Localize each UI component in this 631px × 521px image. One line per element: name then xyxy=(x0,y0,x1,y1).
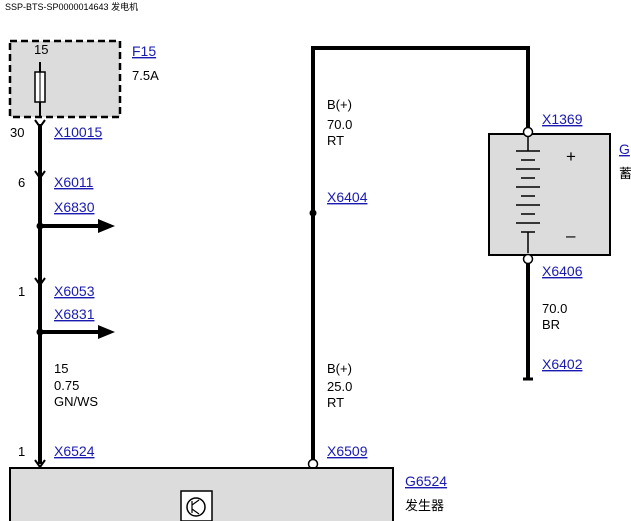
splice-x6404-link[interactable]: X6404 xyxy=(327,189,368,205)
battery-minus-sign: – xyxy=(566,226,576,245)
connector-x6053-link[interactable]: X6053 xyxy=(54,283,95,299)
battery-box xyxy=(488,133,611,256)
connector-x6406-icon xyxy=(522,253,534,265)
connector-x6011-link[interactable]: X6011 xyxy=(54,174,94,190)
generator-name: 发生器 xyxy=(405,498,444,513)
battery-id-link[interactable]: G xyxy=(619,141,630,157)
fuse-pin-label: 15 xyxy=(34,42,48,57)
center-upper-size: 70.0 xyxy=(327,117,352,132)
connector-x10015-icon xyxy=(34,119,46,129)
transistor-icon xyxy=(186,497,206,517)
center-lower-color: RT xyxy=(327,395,344,410)
connector-x6524-link[interactable]: X6524 xyxy=(54,443,95,459)
connector-x1369-icon xyxy=(522,126,534,138)
connector-x10015-link[interactable]: X10015 xyxy=(54,124,102,140)
generator-id-link[interactable]: G6524 xyxy=(405,473,447,489)
left-wire-circuit: 15 xyxy=(54,361,68,376)
splice-x6830-link[interactable]: X6830 xyxy=(54,199,95,215)
center-lower-size: 25.0 xyxy=(327,379,352,394)
connector-x6011-icon xyxy=(34,170,46,180)
splice-x6404-dot xyxy=(309,209,317,217)
pin-x6053: 1 xyxy=(18,284,25,299)
center-upper-label: B(+) xyxy=(327,97,352,112)
splice-x6831-link[interactable]: X6831 xyxy=(54,306,95,322)
center-upper-color: RT xyxy=(327,133,344,148)
pin-x6011: 6 xyxy=(18,175,25,190)
battery-description: 蓄 xyxy=(619,166,631,181)
connector-x1369-link[interactable]: X1369 xyxy=(542,111,583,127)
fuse-box xyxy=(8,39,122,119)
fuse-rating: 7.5A xyxy=(132,68,159,83)
arrow-right-icon xyxy=(98,219,115,233)
ground-x6402-link[interactable]: X6402 xyxy=(542,356,583,372)
connector-x6406-link[interactable]: X6406 xyxy=(542,263,583,279)
center-wire xyxy=(311,46,530,460)
connector-x6053-icon xyxy=(34,277,46,287)
ground-wire-color: BR xyxy=(542,317,560,332)
pin-x10015: 30 xyxy=(10,125,24,140)
left-wire-size: 0.75 xyxy=(54,378,79,393)
left-wire-color: GN/WS xyxy=(54,394,98,409)
battery-plus-sign: + xyxy=(566,147,576,166)
pin-x6524: 1 xyxy=(18,444,25,459)
center-lower-label: B(+) xyxy=(327,361,352,376)
fuse-id-link[interactable]: F15 xyxy=(132,43,156,59)
connector-x6509-link[interactable]: X6509 xyxy=(327,443,368,459)
ground-wire-size: 70.0 xyxy=(542,301,567,316)
arrow-right-icon xyxy=(98,325,115,339)
diagram-title: SSP-BTS-SP0000014643 发电机 xyxy=(5,1,138,12)
battery-icon xyxy=(516,137,540,253)
